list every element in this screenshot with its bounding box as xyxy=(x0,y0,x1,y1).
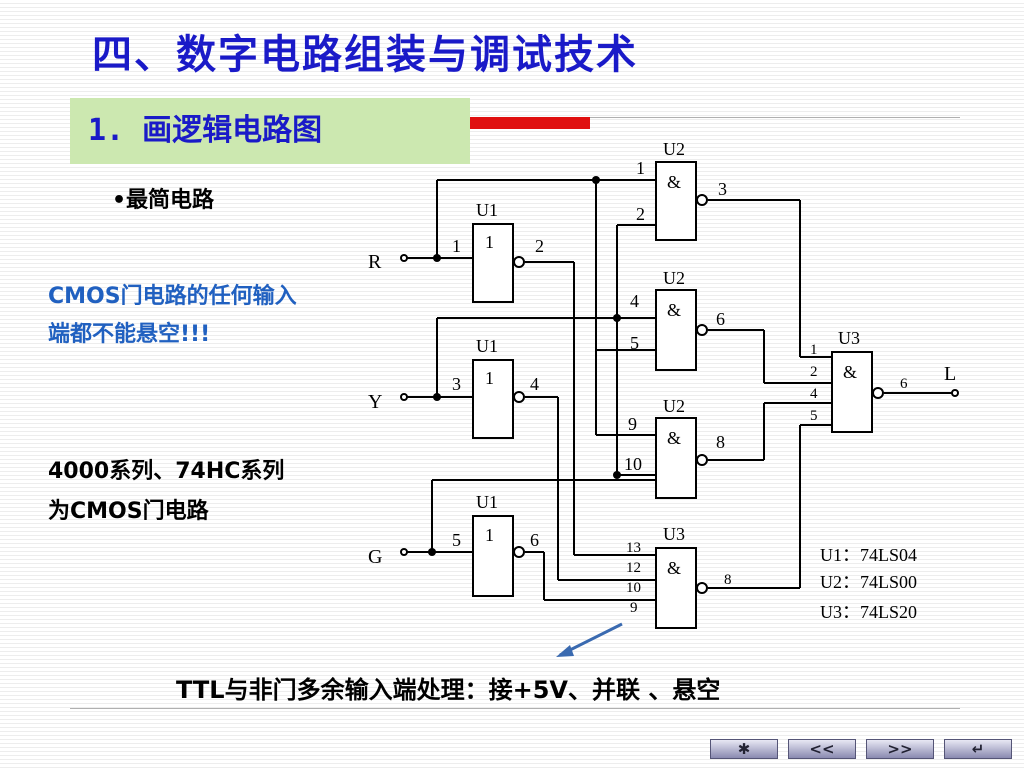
gate-symbol: 1 xyxy=(485,232,494,252)
output-l-label: L xyxy=(944,363,956,385)
footer-divider xyxy=(70,708,960,709)
gate-name: U1 xyxy=(476,200,498,220)
gate-symbol: 1 xyxy=(485,368,494,388)
gate-name: U1 xyxy=(476,492,498,512)
pin-label: 2 xyxy=(636,204,645,224)
gate-symbol: & xyxy=(843,362,857,382)
section-heading: 1. 画逻辑电路图 xyxy=(70,98,470,164)
u1-inverter-mid xyxy=(472,359,514,439)
pin-label: 6 xyxy=(900,376,908,392)
pin-label: 8 xyxy=(724,572,732,588)
input-y-label: Y xyxy=(368,391,382,413)
gate-symbol: & xyxy=(667,558,681,578)
chip-legend-u2: U2：74LS00 xyxy=(820,572,917,592)
nav-return-button[interactable]: ↵ xyxy=(944,739,1012,759)
ttl-unused-input-note: TTL与非门多余输入端处理：接+5V、并联 、悬空 xyxy=(176,676,721,704)
pin-label: 3 xyxy=(452,374,461,394)
input-g-label: G xyxy=(368,546,382,568)
u3-nand-b xyxy=(655,547,697,629)
u2-nand-a xyxy=(655,161,697,241)
nav-next-button[interactable]: >> xyxy=(866,739,934,759)
cmos-series-note: 4000系列、74HC系列为CMOS门电路 xyxy=(48,459,285,524)
u1-inverter-bot xyxy=(472,515,514,597)
gate-symbol: & xyxy=(667,300,681,320)
gate-name: U1 xyxy=(476,336,498,356)
pin-label: 2 xyxy=(810,364,818,380)
gate-symbol: & xyxy=(667,172,681,192)
pin-label: 5 xyxy=(810,408,818,424)
gate-name: U3 xyxy=(663,524,685,544)
pin-label: 6 xyxy=(716,309,725,329)
slide-title: 四、数字电路组装与调试技术 xyxy=(92,32,638,78)
pin-label: 1 xyxy=(810,342,818,358)
pin-label: 4 xyxy=(530,374,539,394)
bullet-simplest-circuit: •最简电路 xyxy=(112,188,215,213)
input-r-label: R xyxy=(368,251,382,273)
gate-name: U2 xyxy=(663,268,685,288)
pin-label: 5 xyxy=(630,333,639,353)
pointer-arrow-icon xyxy=(556,622,623,657)
gate-name: U2 xyxy=(663,396,685,416)
gate-symbol: & xyxy=(667,428,681,448)
gate-name: U2 xyxy=(663,139,685,159)
chip-legend-u3: U3：74LS20 xyxy=(820,602,917,622)
pin-label: 6 xyxy=(530,530,539,550)
gate-symbol: 1 xyxy=(485,525,494,545)
cmos-warning-note: CMOS门电路的任何输入端都不能悬空!!! xyxy=(48,284,297,347)
pin-label: 4 xyxy=(810,386,818,402)
pin-label: 1 xyxy=(452,236,461,256)
pin-label: 5 xyxy=(452,530,461,550)
gate-name: U3 xyxy=(838,328,860,348)
pin-label: 12 xyxy=(626,560,641,576)
pin-label: 10 xyxy=(626,580,641,596)
nav-prev-button[interactable]: << xyxy=(788,739,856,759)
u2-nand-c xyxy=(655,417,697,499)
pin-label: 3 xyxy=(718,179,727,199)
chip-legend-u1: U1：74LS04 xyxy=(820,545,917,565)
pin-label: 9 xyxy=(628,414,637,434)
nav-home-button[interactable]: ✱ xyxy=(710,739,778,759)
pin-label: 9 xyxy=(630,600,638,616)
pin-label: 4 xyxy=(630,291,639,311)
u1-inverter-top xyxy=(472,223,514,303)
pin-label: 8 xyxy=(716,432,725,452)
pin-label: 2 xyxy=(535,236,544,256)
pin-label: 10 xyxy=(624,454,642,474)
pin-label: 13 xyxy=(626,540,641,556)
u3-nand-a xyxy=(831,351,873,433)
pin-label: 1 xyxy=(636,158,645,178)
